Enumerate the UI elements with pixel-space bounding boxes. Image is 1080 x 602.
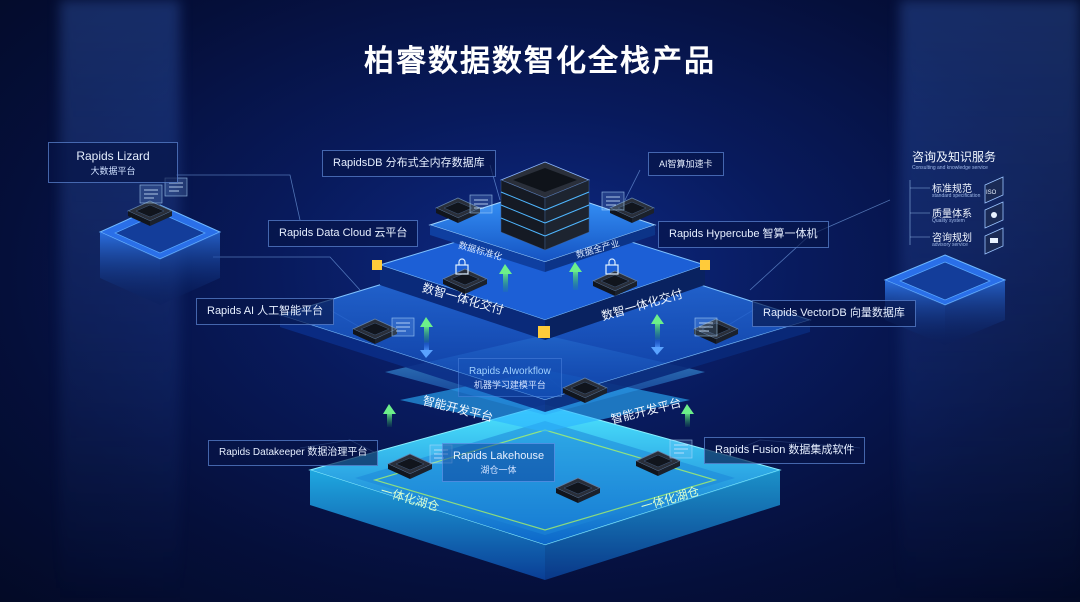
quality-system-icon — [984, 201, 1004, 229]
page-title: 柏睿数据数智化全栈产品 — [364, 45, 716, 78]
service-standard: 标准规范 — [932, 184, 972, 195]
label-fusion: Rapids Fusion 数据集成软件 — [704, 437, 866, 464]
services-heading-sub: Consulting and knowledge service — [912, 165, 988, 171]
service-advisory: 咨询规划 — [932, 233, 972, 244]
svg-text:ISO: ISO — [986, 190, 997, 196]
lizard-cube — [98, 200, 222, 305]
services-heading: 咨询及知识服务 — [912, 150, 997, 164]
lakehouse-subtitle: 湖仓一体 — [480, 464, 517, 475]
label-vectordb: Rapids VectorDB 向量数据库 — [752, 300, 916, 327]
label-rapids-lizard: Rapids Lizard 大数据平台 — [48, 142, 178, 183]
label-rapidsdb: RapidsDB 分布式全内存数据库 — [322, 150, 496, 177]
aiworkflow-subtitle: 机器学习建模平台 — [473, 379, 546, 390]
arrow-icons — [383, 262, 694, 427]
iso-badge: ISO — [984, 176, 1004, 204]
label-aiworkflow: Rapids AIworkflow 机器学习建模平台 — [458, 358, 562, 397]
label-rapids-ai: Rapids AI 人工智能平台 — [196, 298, 335, 325]
label-data-cloud: Rapids Data Cloud 云平台 — [268, 220, 419, 247]
lizard-subtitle: 大数据平台 — [90, 165, 136, 176]
server-stack-icon — [499, 161, 591, 251]
service-standard-sub: standard specification — [932, 193, 981, 199]
node-front — [538, 326, 550, 338]
aiworkflow-title: Rapids AIworkflow — [469, 366, 551, 377]
service-advisory-sub: advisory service — [932, 242, 968, 248]
node-right — [700, 260, 710, 270]
node-left — [372, 260, 382, 270]
lizard-title: Rapids Lizard — [76, 149, 150, 163]
service-quality-sub: Quality system — [932, 218, 965, 224]
label-hypercube: Rapids Hypercube 智算一体机 — [658, 221, 829, 248]
service-quality: 质量体系 — [932, 209, 972, 220]
lakehouse-title: Rapids Lakehouse — [453, 450, 545, 462]
label-ai-card: AI智算加速卡 — [648, 152, 724, 177]
label-lakehouse: Rapids Lakehouse 湖仓一体 — [442, 443, 556, 482]
advisory-icon — [984, 227, 1004, 255]
service-connectors — [909, 180, 930, 245]
padlock-icon — [455, 258, 619, 275]
label-datakeeper: Rapids Datakeeper 数据治理平台 — [208, 440, 379, 466]
